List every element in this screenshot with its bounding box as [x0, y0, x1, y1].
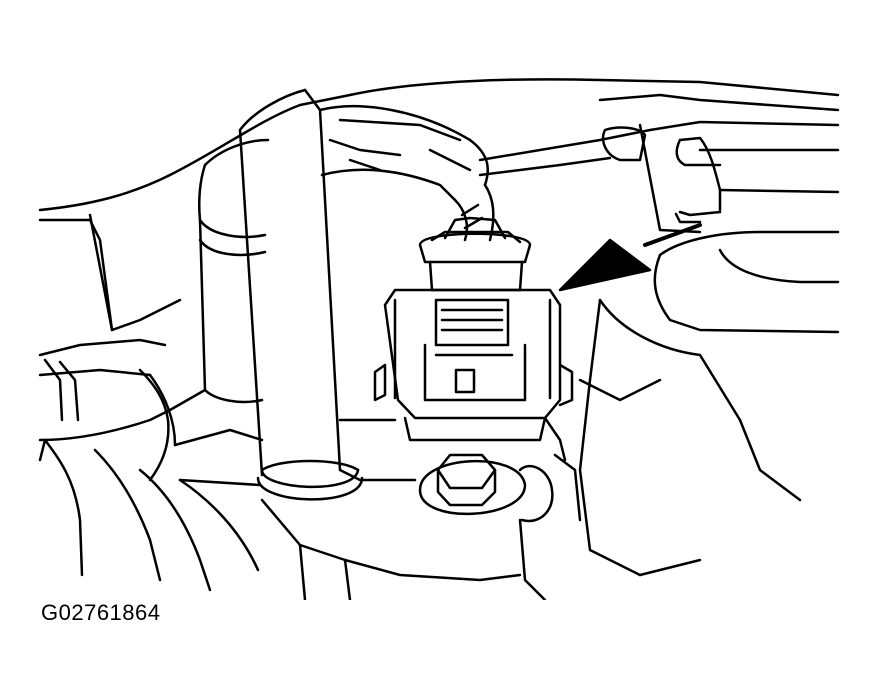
base-plate	[260, 416, 582, 600]
left-cylinder	[197, 138, 270, 404]
callout-arrow	[558, 223, 702, 292]
lower-left-assembly	[38, 338, 264, 592]
bolt	[418, 453, 554, 523]
sensor-connector	[373, 216, 574, 442]
figure-code: G02761864	[41, 600, 161, 625]
line-art-illustration	[38, 78, 840, 600]
engine-background	[38, 78, 840, 577]
hose	[318, 105, 495, 242]
